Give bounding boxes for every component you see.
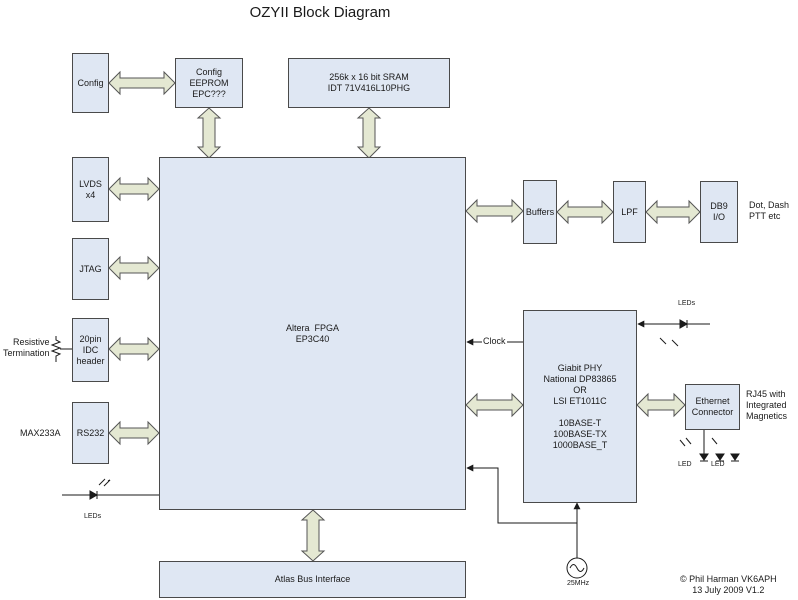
led-b-label: LED	[711, 461, 725, 468]
eeprom-block: Config EEPROM EPC???	[175, 58, 243, 108]
bus-arrow-phy-ethernet	[636, 392, 686, 418]
ethernet-connector-block: Ethernet Connector	[685, 384, 740, 430]
lpf-label: LPF	[621, 206, 638, 217]
oscillator-symbol	[566, 557, 588, 579]
buffers-label: Buffers	[525, 206, 555, 217]
eeprom-label: Config EEPROM EPC???	[189, 66, 229, 99]
idc-label: 20pin IDC header	[76, 333, 105, 366]
bus-arrow-eeprom-fpga	[196, 107, 222, 159]
bus-arrow-fpga-buffers	[465, 198, 524, 224]
rj45-label: RJ45 with Integrated Magnetics	[746, 389, 788, 421]
resistor-symbol	[50, 336, 62, 362]
bus-arrow-lvds-fpga	[108, 176, 160, 202]
diagram-title: OZYII Block Diagram	[249, 4, 391, 21]
max233a-label: MAX233A	[20, 428, 61, 438]
diode-led-a	[679, 437, 709, 462]
fpga-block: Altera FPGA EP3C40	[159, 157, 466, 510]
rs232-label: RS232	[76, 427, 105, 438]
sram-label: 256k x 16 bit SRAM IDT 71V416L10PHG	[327, 72, 411, 93]
lpf-block: LPF	[613, 181, 646, 243]
ethernet-label: Ethernet Connector	[691, 396, 734, 417]
dot-dash-label: Dot, Dash PTT etc	[749, 200, 790, 221]
clock-label: Clock	[482, 336, 507, 347]
config-label: Config	[77, 77, 104, 88]
oscillator-label: 25MHz	[567, 580, 590, 587]
db9-label: DB9 I/O	[710, 201, 728, 222]
bus-arrow-idc-fpga	[108, 336, 160, 362]
atlas-bus-block: Atlas Bus Interface	[159, 561, 466, 598]
bus-arrow-fpga-atlas	[300, 509, 326, 562]
sram-block: 256k x 16 bit SRAM IDT 71V416L10PHG	[288, 58, 450, 108]
phy-label: Giabit PHY National DP83865 OR LSI ET101…	[543, 362, 617, 450]
bus-arrow-sram-fpga	[356, 107, 382, 159]
idc-header-block: 20pin IDC header	[72, 318, 109, 382]
leds-top-label: LEDs	[678, 300, 696, 307]
lvds-label: LVDS x4	[79, 178, 102, 200]
db9-block: DB9 I/O	[700, 181, 738, 243]
credit-label: © Phil Harman VK6APH 13 July 2009 V1.2	[680, 574, 777, 595]
lvds-block: LVDS x4	[72, 157, 109, 222]
resistive-label: Resistive Termination	[3, 337, 50, 358]
phy-block: Giabit PHY National DP83865 OR LSI ET101…	[523, 310, 637, 503]
bus-arrow-config-eeprom	[108, 70, 176, 96]
jtag-label: JTAG	[79, 263, 102, 274]
osc-to-fpga-line	[466, 464, 578, 558]
leds-bottom-label: LEDs	[84, 513, 102, 520]
bus-arrow-fpga-phy	[465, 392, 524, 418]
bus-arrow-rs232-fpga	[108, 420, 160, 446]
led-a-label: LED	[678, 461, 692, 468]
diode-left	[89, 478, 111, 500]
bus-arrow-jtag-fpga	[108, 255, 160, 281]
diode-top	[659, 319, 689, 347]
bus-arrow-lpf-db9	[645, 199, 701, 225]
atlas-label: Atlas Bus Interface	[274, 574, 351, 584]
jtag-block: JTAG	[72, 238, 109, 300]
fpga-label: Altera FPGA EP3C40	[285, 322, 339, 344]
bus-arrow-buffers-lpf	[556, 199, 614, 225]
rs232-block: RS232	[72, 402, 109, 464]
config-block: Config	[72, 53, 109, 113]
buffers-block: Buffers	[523, 180, 557, 244]
diode-led-b	[711, 437, 740, 462]
